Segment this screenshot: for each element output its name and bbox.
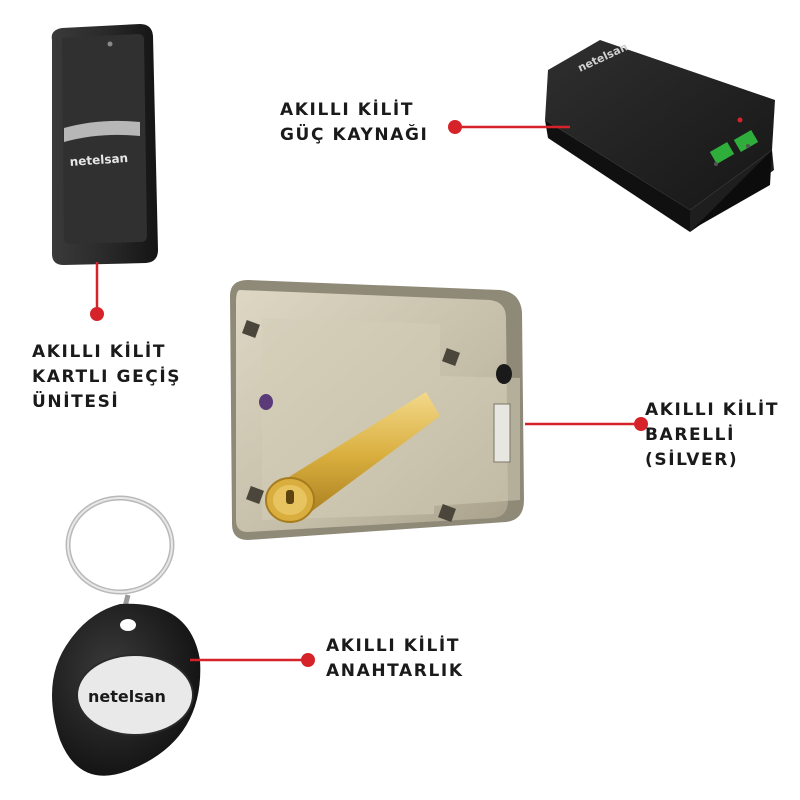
- leader-power: [448, 120, 570, 134]
- power-supply-device: netelsan: [545, 40, 775, 232]
- power-supply-label-line1: AKILLI KİLİT: [280, 100, 415, 120]
- card-reader-label-line2: KARTLI GEÇİŞ: [32, 367, 182, 387]
- lock-label-line2: BARELLİ: [645, 425, 736, 445]
- leader-keyfob: [190, 653, 315, 667]
- keyfob-label: AKILLI KİLİT ANAHTARLIK: [326, 634, 464, 684]
- key-fob-device: netelsan: [52, 495, 201, 776]
- leader-reader: [90, 262, 104, 321]
- card-reader-label-line3: ÜNİTESİ: [32, 392, 120, 412]
- keyfob-label-line1: AKILLI KİLİT: [326, 636, 461, 656]
- lock-label-line1: AKILLI KİLİT: [645, 400, 780, 420]
- card-reader-label-line1: AKILLI KİLİT: [32, 342, 167, 362]
- power-supply-label: AKILLI KİLİT GÜÇ KAYNAĞI: [280, 98, 428, 148]
- card-reader-label: AKILLI KİLİT KARTLI GEÇİŞ ÜNİTESİ: [32, 340, 181, 415]
- card-reader-device: netelsan: [51, 24, 158, 265]
- keyfob-label-line2: ANAHTARLIK: [326, 661, 464, 681]
- leader-lock: [525, 417, 648, 431]
- reader-brand-logo: netelsan: [69, 151, 128, 169]
- lock-label-line3: (SİLVER): [645, 450, 739, 470]
- barrel-lock-device: [230, 280, 524, 540]
- power-supply-label-line2: GÜÇ KAYNAĞI: [280, 125, 429, 145]
- lock-label: AKILLI KİLİT BARELLİ (SİLVER): [645, 398, 779, 473]
- keyfob-brand-logo: netelsan: [88, 687, 166, 706]
